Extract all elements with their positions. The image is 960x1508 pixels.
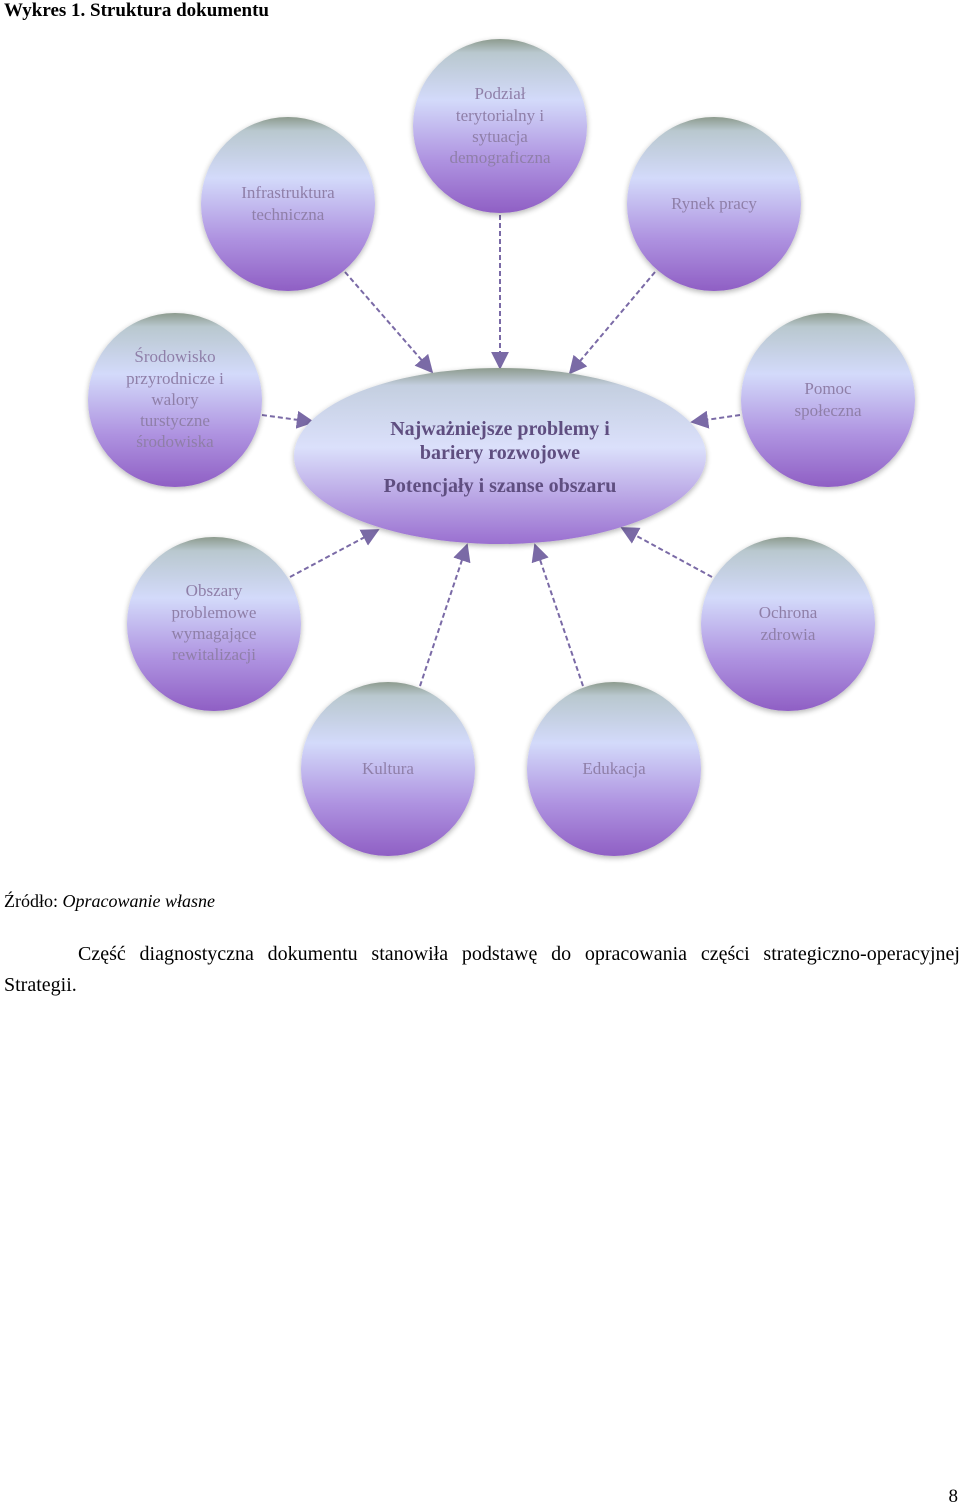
svg-text:problemowe: problemowe	[172, 603, 257, 622]
node-srodowisko: Środowisko przyrodnicze i walory turstyc…	[88, 313, 262, 487]
page-number: 8	[948, 1486, 959, 1507]
arrow-infrastruktura	[344, 271, 434, 374]
arrow-kultura	[419, 543, 471, 687]
structure-diagram: Najważniejsze problemy i bariery rozwojo…	[88, 39, 915, 856]
center-node: Najważniejsze problemy i bariery rozwojo…	[294, 368, 706, 544]
svg-text:Obszary: Obszary	[186, 581, 243, 600]
source-label: Źródło:	[4, 891, 58, 911]
center-line-3: Potencjały i szanse obszaru	[384, 475, 617, 497]
body-paragraph: Część diagnostyczna dokumentu stanowiła …	[4, 943, 960, 996]
node-pomoc-spoleczna: Pomoc społeczna	[741, 313, 915, 487]
svg-text:Środowisko: Środowisko	[134, 347, 215, 366]
arrow-srodowisko	[261, 410, 315, 429]
node-kultura: Kultura	[301, 682, 475, 856]
figure-source: Źródło: Opracowanie własne	[4, 890, 215, 912]
svg-text:Infrastruktura: Infrastruktura	[241, 183, 335, 202]
node-ochrona-zdrowia: Ochrona zdrowia	[701, 537, 875, 711]
svg-text:Rynek pracy: Rynek pracy	[671, 194, 757, 213]
arrow-rynek	[568, 271, 656, 375]
arrow-ochrona	[620, 527, 713, 578]
source-value: Opracowanie własne	[62, 891, 216, 911]
svg-text:Kultura: Kultura	[362, 759, 414, 778]
svg-text:Edukacja: Edukacja	[582, 759, 646, 778]
arrow-edukacja	[531, 543, 584, 687]
svg-text:rewitalizacji: rewitalizacji	[172, 645, 256, 664]
svg-text:zdrowia: zdrowia	[761, 625, 816, 644]
svg-text:techniczna: techniczna	[252, 205, 325, 224]
svg-text:przyrodnicze i: przyrodnicze i	[126, 369, 224, 388]
node-podzial: Podział terytorialny i sytuacja demograf…	[413, 39, 587, 213]
svg-text:turstyczne: turstyczne	[140, 411, 210, 430]
svg-text:walory: walory	[151, 390, 199, 409]
svg-text:Ochrona: Ochrona	[759, 603, 818, 622]
node-obszary: Obszary problemowe wymagające rewitaliza…	[127, 537, 301, 711]
node-edukacja: Edukacja	[527, 682, 701, 856]
arrow-obszary	[289, 529, 380, 578]
center-line-1: Najważniejsze problemy i	[390, 418, 610, 440]
svg-text:sytuacja: sytuacja	[472, 127, 528, 146]
svg-text:demograficzna: demograficzna	[450, 148, 551, 167]
svg-text:Podział: Podział	[475, 84, 526, 103]
node-infrastruktura: Infrastruktura techniczna	[201, 117, 375, 291]
figure-caption: Wykres 1. Struktura dokumentu	[4, 0, 269, 21]
svg-text:Pomoc: Pomoc	[804, 379, 852, 398]
node-rynek-pracy: Rynek pracy	[627, 117, 801, 291]
svg-text:wymagające: wymagające	[172, 624, 257, 643]
svg-text:środowiska: środowiska	[136, 432, 214, 451]
center-line-2: bariery rozwojowe	[420, 442, 580, 464]
svg-text:terytorialny i: terytorialny i	[456, 106, 545, 125]
svg-text:społeczna: społeczna	[794, 401, 861, 420]
arrow-pomoc	[690, 410, 741, 429]
